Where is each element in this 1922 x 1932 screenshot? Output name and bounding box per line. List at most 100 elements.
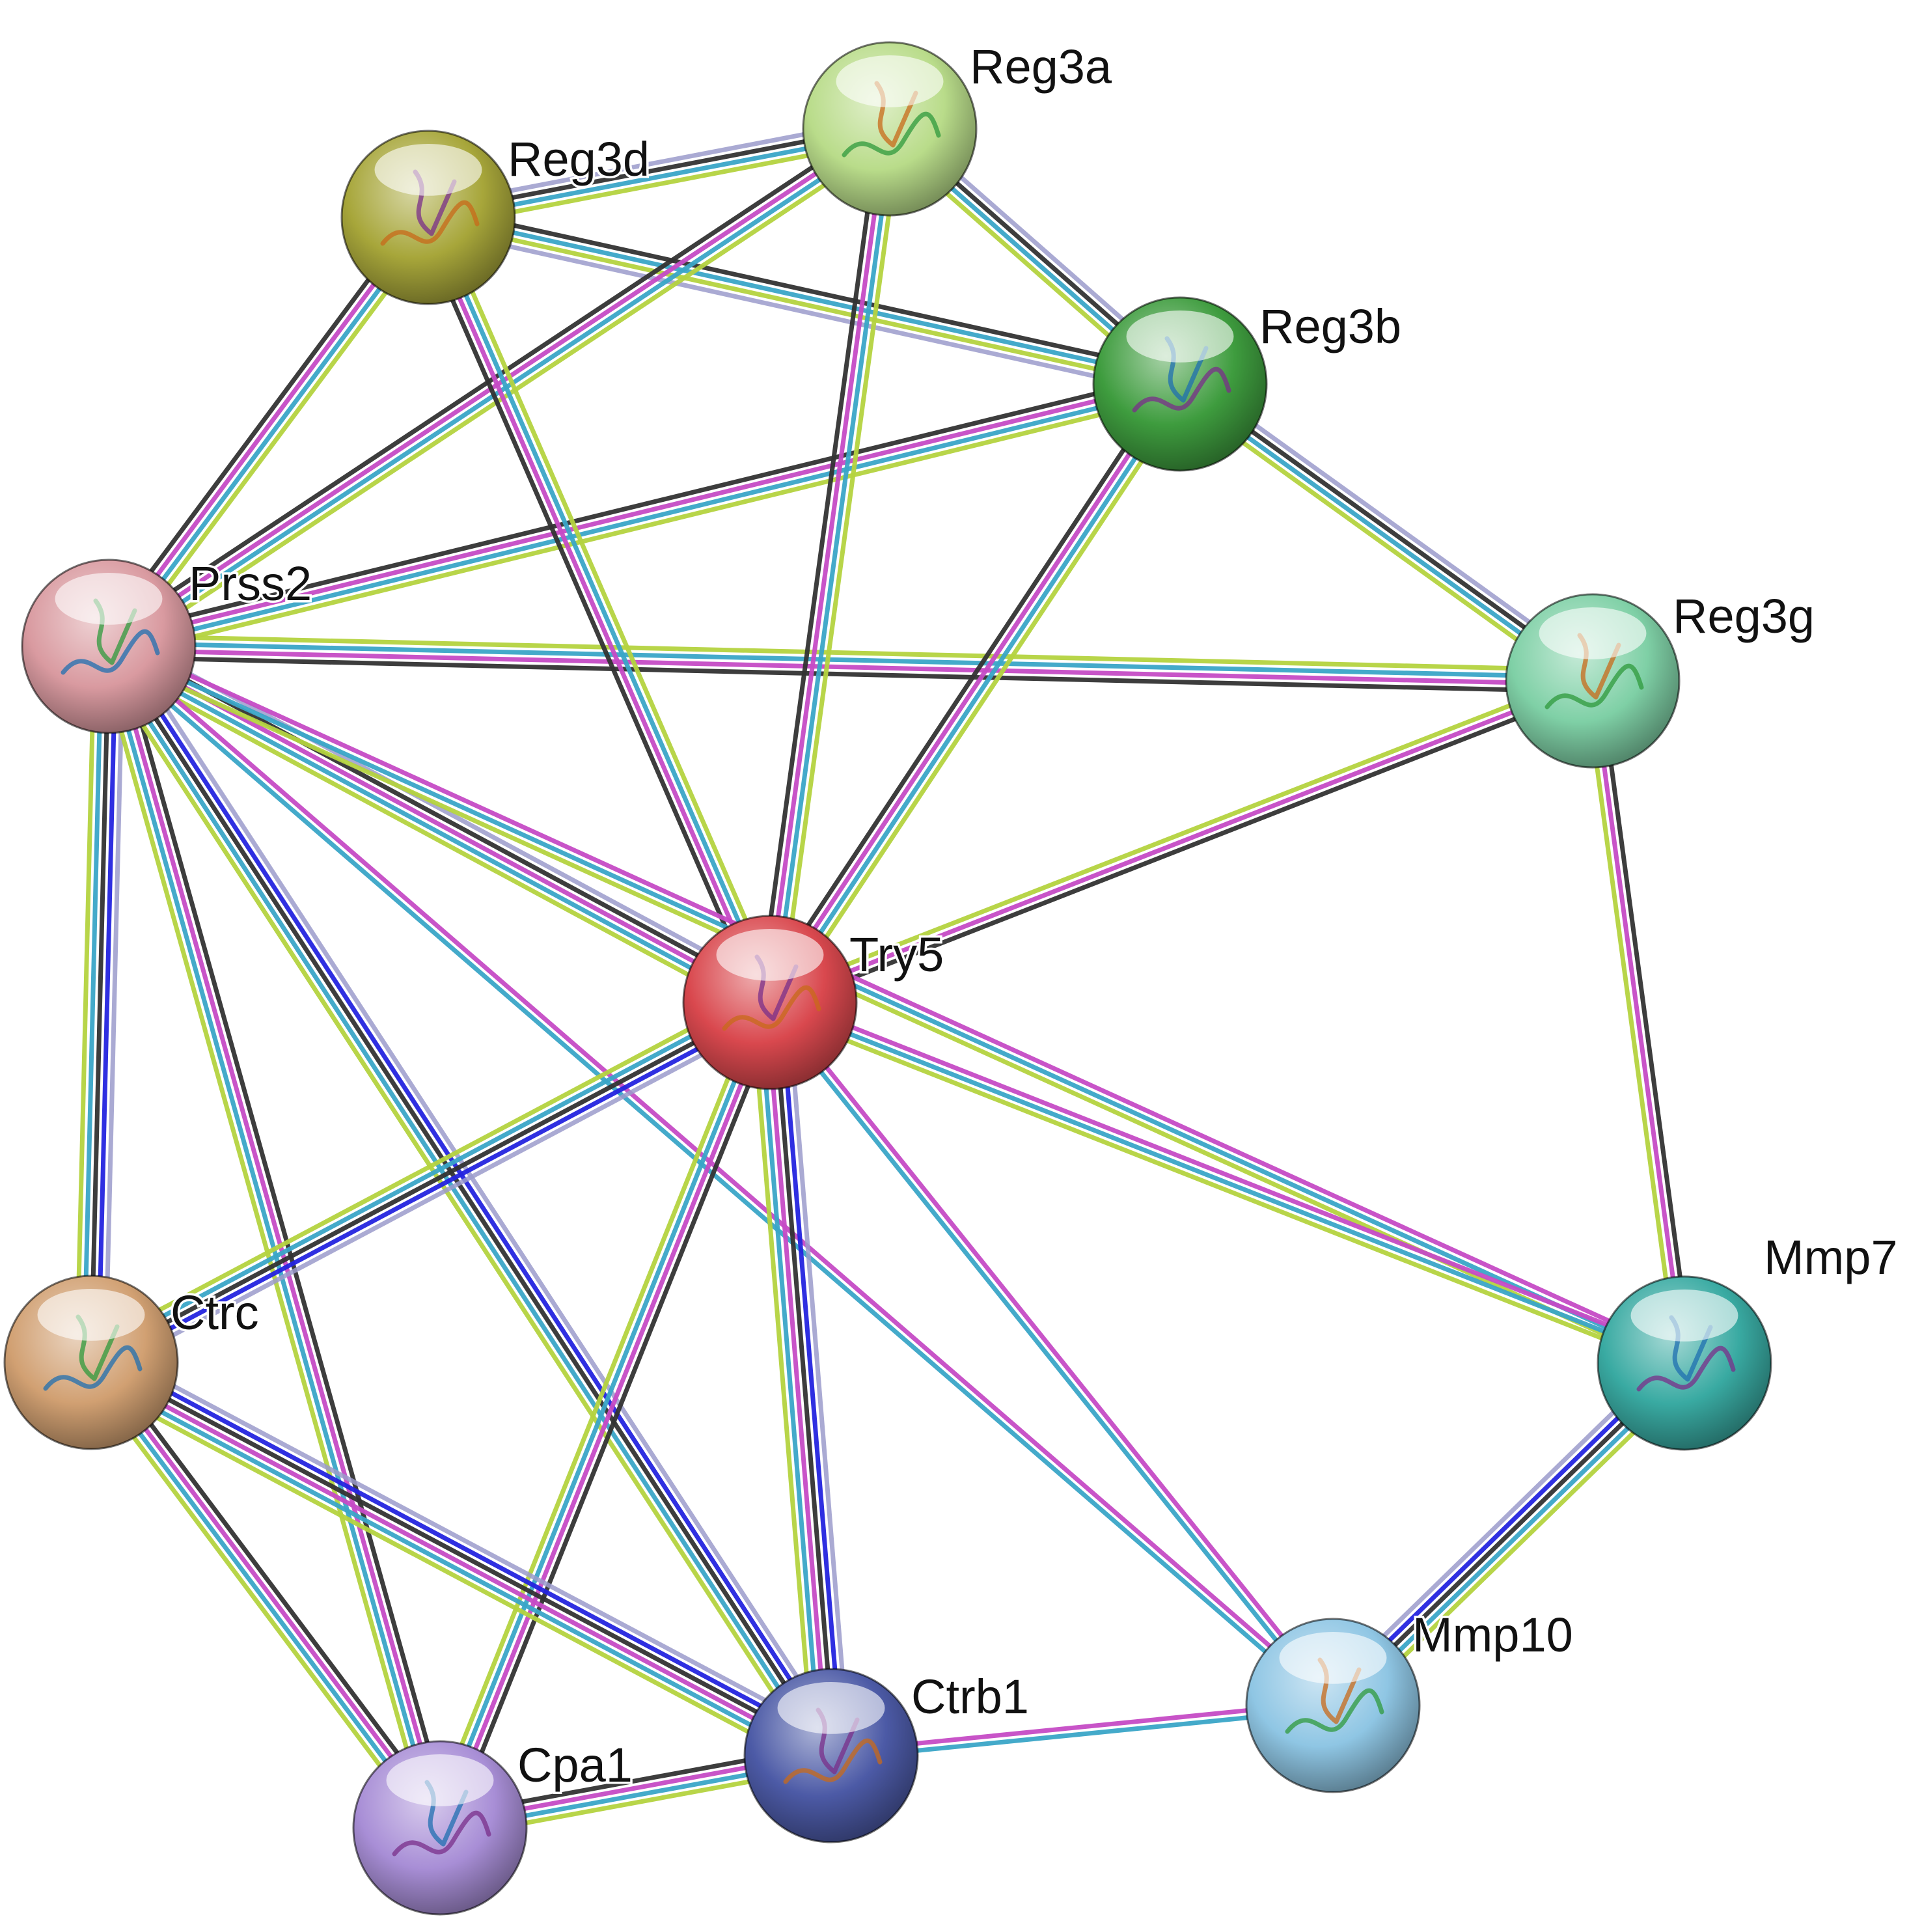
edge-line-textmining — [83, 987, 765, 1352]
node-ctrc[interactable]: Ctrc — [3, 1275, 261, 1450]
node-sphere[interactable] — [743, 1668, 919, 1843]
edge-line-homology — [785, 1000, 851, 1755]
edge-try5-reg3b — [759, 376, 1191, 1010]
edge-line-experiments — [769, 678, 1594, 1005]
edge-line-textmining — [94, 653, 821, 1765]
edge-line-coexpression — [117, 642, 453, 1826]
edge-try5-reg3a — [757, 127, 903, 1004]
edge-line-experiments — [109, 644, 446, 1828]
node-label-cpa1: Cpa1 — [517, 1738, 633, 1792]
edge-line-coexpression — [98, 1355, 451, 1823]
edge-reg3g-mmp7 — [1583, 680, 1694, 1364]
edge-line-coexpression — [448, 1005, 782, 1833]
node-reg3g[interactable]: Reg3g — [1505, 587, 1817, 769]
node-mmp7[interactable]: Mmp7 — [1597, 1228, 1900, 1451]
edge-line-coexpression — [416, 221, 763, 1008]
edge-line-databases — [103, 646, 439, 1830]
node-sphere[interactable] — [21, 559, 197, 734]
edge-line-strong-homology — [96, 646, 118, 1363]
edge-prss2-ctrb1 — [94, 637, 845, 1765]
node-label-mmp10: Mmp10 — [1412, 1608, 1573, 1662]
edge-line-textmining — [111, 392, 1183, 659]
edge-line-coexpression — [108, 654, 1593, 694]
edge-line-experiments — [764, 128, 889, 1002]
edge-line-homology — [103, 646, 126, 1363]
edge-line-textmining — [109, 633, 1593, 673]
edge-line-experiments — [111, 637, 1689, 1359]
edge-line-coexpression — [90, 1000, 771, 1365]
edge-line-coexpression — [1597, 680, 1694, 1362]
node-mmp10[interactable]: Mmp10 — [1245, 1606, 1575, 1793]
edge-try5-mmp7 — [766, 993, 1688, 1372]
edge-line-textmining — [776, 389, 1191, 1010]
node-sphere[interactable] — [1092, 296, 1268, 472]
edge-line-textmining — [427, 218, 1180, 390]
edge-line-textmining — [1583, 682, 1680, 1364]
edge-try5-reg3g — [766, 672, 1597, 1012]
node-label-reg3g: Reg3g — [1673, 589, 1815, 643]
node-sphere[interactable] — [340, 130, 516, 305]
edge-line-strong-homology — [93, 1006, 775, 1371]
node-cpa1[interactable]: Cpa1 — [352, 1736, 635, 1916]
node-sphere[interactable] — [3, 1275, 179, 1450]
edge-line-databases — [434, 1000, 769, 1828]
edge-line-databases — [109, 218, 433, 650]
edge-line-strong-homology — [778, 1001, 844, 1755]
node-sphere[interactable] — [1245, 1618, 1421, 1793]
edge-line-experiments — [771, 993, 1688, 1359]
edge-try5-cpa1 — [428, 997, 782, 1833]
edge-ctrc-cpa1 — [80, 1355, 451, 1836]
edge-prss2-reg3g — [108, 633, 1593, 694]
node-label-ctrb1: Ctrb1 — [911, 1670, 1029, 1724]
edge-line-databases — [771, 129, 896, 1004]
edge-line-experiments — [422, 217, 769, 1005]
edge-line-experiments — [765, 381, 1179, 1002]
node-reg3a[interactable]: Reg3a — [802, 38, 1114, 217]
edge-line-coexpression — [759, 376, 1174, 998]
edge-line-homology — [96, 1013, 778, 1377]
edge-line-databases — [104, 650, 768, 1011]
edge-line-experiments — [92, 1359, 445, 1827]
edge-line-databases — [107, 644, 1686, 1366]
node-label-try5: Try5 — [849, 928, 944, 982]
node-sphere[interactable] — [682, 915, 858, 1090]
edge-line-textmining — [435, 212, 782, 999]
edge-line-textmining — [778, 130, 903, 1004]
edge-line-coexpression — [771, 685, 1597, 1012]
edge-line-textmining — [80, 1367, 433, 1836]
edge-line-databases — [771, 385, 1185, 1006]
edge-line-experiments — [109, 642, 1337, 1705]
edge-line-textmining — [113, 135, 898, 657]
edge-line-textmining — [74, 646, 97, 1362]
edge-line-databases — [100, 649, 827, 1761]
edge-line-textmining — [115, 222, 439, 654]
edge-ctrc-ctrb1 — [81, 1344, 841, 1774]
edge-line-coexpression — [107, 645, 833, 1757]
edge-line-homology — [118, 637, 845, 1749]
edge-line-textmining — [766, 1006, 1683, 1372]
node-sphere[interactable] — [1597, 1275, 1772, 1451]
node-label-reg3a: Reg3a — [970, 40, 1112, 94]
edge-line-databases — [85, 1370, 827, 1767]
edge-line-databases — [769, 1000, 1686, 1366]
node-label-reg3b: Reg3b — [1259, 299, 1401, 353]
edge-line-databases — [86, 1363, 439, 1832]
node-reg3d[interactable]: Reg3d — [340, 130, 652, 305]
edge-try5-ctrc — [83, 987, 778, 1377]
edge-line-databases — [105, 647, 1332, 1710]
node-sphere[interactable] — [1505, 593, 1681, 769]
edge-line-textmining — [96, 648, 432, 1832]
edge-line-databases — [81, 646, 104, 1362]
edge-line-coexpression — [430, 204, 1183, 376]
edge-line-coexpression — [771, 1002, 837, 1756]
node-label-ctrc: Ctrc — [171, 1286, 259, 1340]
node-sphere[interactable] — [352, 1740, 528, 1916]
edge-line-textmining — [81, 1376, 824, 1774]
edge-line-databases — [765, 1003, 1332, 1709]
edge-prss2-reg3b — [105, 371, 1183, 659]
edge-line-coexpression — [757, 127, 882, 1002]
node-sphere[interactable] — [802, 41, 978, 217]
node-ctrb1[interactable]: Ctrb1 — [743, 1668, 1031, 1843]
node-label-prss2: Prss2 — [189, 557, 312, 611]
edge-prss2-ctrc — [74, 646, 126, 1363]
